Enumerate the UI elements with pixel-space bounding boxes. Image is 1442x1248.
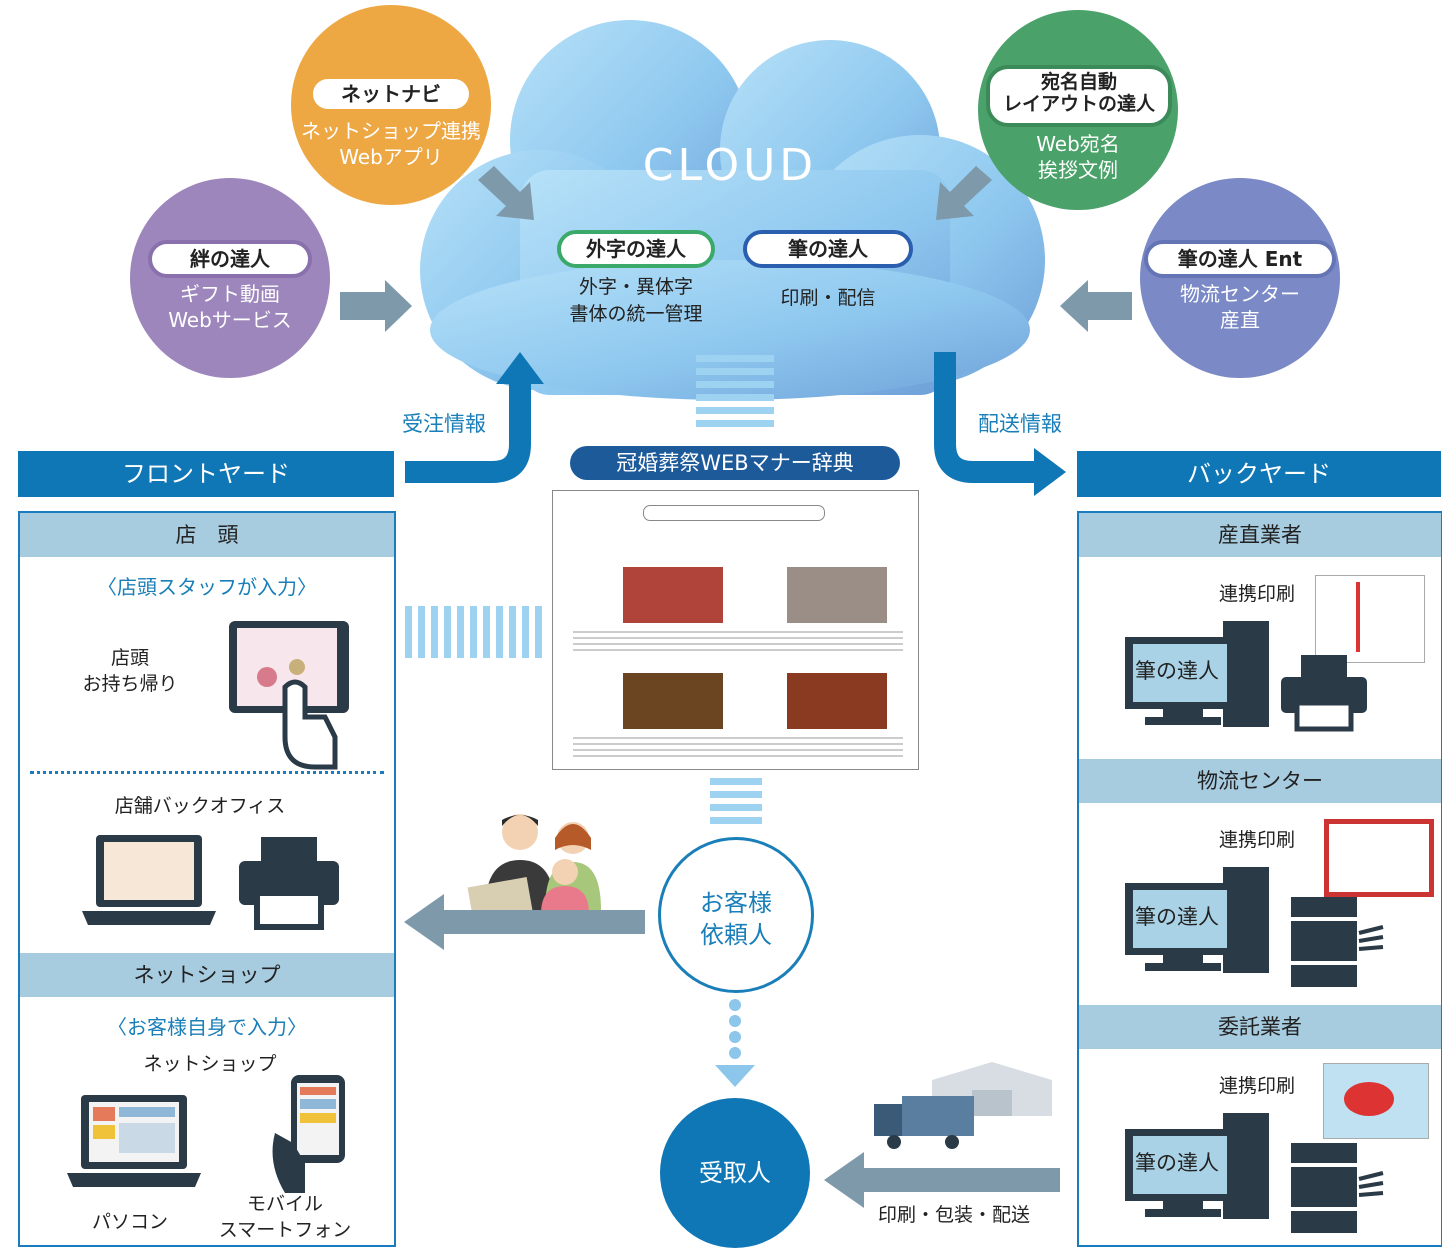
atena-circle: 宛名自動 レイアウトの達人 Web宛名 挨拶文例 — [978, 10, 1178, 210]
recipient-circle: 受取人 — [660, 1098, 810, 1248]
gaiji-service-label: 外字の達人 — [557, 230, 715, 268]
sanchoku-monitor-text: 筆の達人 — [1135, 659, 1219, 683]
cloud-title: CLOUD — [642, 140, 818, 191]
logistics-card — [1324, 819, 1434, 897]
thumb-photo-1 — [623, 567, 723, 623]
sanchoku-printer-icon — [1281, 655, 1367, 732]
netnavi-circle: ネットナビ ネットショップ連携 Webアプリ — [291, 5, 491, 205]
manner-dict-screenshot — [552, 490, 919, 770]
customer-to-front-arrow — [404, 894, 645, 950]
fude-ent-label: 筆の達人 Ent — [1144, 240, 1336, 278]
delivery-info-label: 配送情報 — [978, 412, 1062, 436]
customer-circle: お客様 依頼人 — [658, 837, 814, 993]
pc-laptop-icon — [67, 1095, 201, 1187]
fude-ent-line1: 物流センター — [1180, 282, 1300, 306]
thumb-photo-4 — [787, 673, 887, 729]
gaiji-desc-1: 外字・異体字 — [578, 276, 693, 298]
front-yard-band: フロントヤード — [18, 451, 394, 497]
netnavi-line1: ネットショップ連携 — [301, 119, 481, 143]
back-office-label: 店舗バックオフィス — [114, 795, 286, 817]
mobile-line2: スマートフォン — [218, 1219, 352, 1241]
thumb-search-bar — [643, 505, 825, 521]
order-info-label: 受注情報 — [402, 412, 486, 436]
atena-label-line2: レイアウトの達人 — [1002, 93, 1155, 115]
logistics-copier-icon — [1291, 897, 1384, 987]
contractor-print-label: 連携印刷 — [1219, 1075, 1296, 1097]
netnavi-line2: Webアプリ — [339, 145, 443, 169]
sanchoku-print-label: 連携印刷 — [1219, 583, 1296, 605]
thumb-photo-2 — [787, 567, 887, 623]
store-header: 店 頭 — [20, 513, 394, 557]
logistics-header: 物流センター — [1079, 759, 1441, 803]
netshop-subtitle: 〈お客様自身で入力〉 — [107, 1015, 307, 1039]
customer-line1: お客様 — [700, 889, 772, 917]
recipient-label: 受取人 — [699, 1159, 771, 1187]
pc-label: パソコン — [91, 1211, 168, 1233]
contractor-header: 委託業者 — [1079, 1005, 1441, 1049]
netnavi-label: ネットナビ — [309, 75, 473, 113]
contractor-card — [1323, 1063, 1429, 1139]
print-pack-ship-label: 印刷・包装・配送 — [878, 1204, 1031, 1226]
thumb-photo-3 — [623, 673, 723, 729]
atena-label-line1: 宛名自動 — [1040, 71, 1117, 93]
logistics-monitor-text: 筆の達人 — [1135, 905, 1219, 929]
fude-ent-circle: 筆の達人 Ent 物流センター 産直 — [1140, 178, 1340, 378]
laptop-icon — [82, 835, 216, 925]
atena-label: 宛名自動 レイアウトの達人 — [986, 65, 1172, 127]
contractor-copier-icon — [1291, 1143, 1384, 1233]
takeaway-line1: 店頭 — [110, 647, 149, 669]
kizuna-line1: ギフト動画 — [180, 282, 280, 306]
kizuna-label: 絆の達人 — [148, 240, 312, 278]
tablet-icon — [229, 621, 349, 770]
netshop-label: ネットショップ — [143, 1053, 277, 1075]
contractor-card-art — [1344, 1082, 1394, 1116]
back-yard-panel: 産直業者 連携印刷 筆の達人 物流センター 連携印刷 筆の達人 委託業者 連携印… — [1077, 511, 1442, 1247]
dotted-arrow — [715, 999, 755, 1087]
front-yard-panel: 店 頭 〈店頭スタッフが入力〉 店頭 お持ち帰り 店舗バックオフィス ネットショ… — [18, 511, 396, 1247]
fude-desc-1: 印刷・配信 — [780, 287, 876, 309]
vertical-stripes — [405, 606, 543, 658]
truck-warehouse-illustration — [874, 1062, 1052, 1149]
atena-line2: 挨拶文例 — [1038, 158, 1118, 182]
store-divider — [30, 771, 384, 774]
logistics-pc-icon — [1125, 867, 1269, 973]
kizuna-line2: Webサービス — [168, 308, 292, 332]
printer-icon — [239, 837, 339, 930]
sanchoku-pc-icon — [1125, 621, 1269, 727]
kizuna-circle: 絆の達人 ギフト動画 Webサービス — [130, 178, 330, 378]
cloud-stripes — [696, 355, 774, 433]
takeaway-line2: お持ち帰り — [82, 673, 178, 695]
fude-service-label: 筆の達人 — [743, 230, 913, 268]
sanchoku-header: 産直業者 — [1079, 513, 1441, 557]
contractor-monitor-text: 筆の達人 — [1135, 1151, 1219, 1175]
store-subtitle: 〈店頭スタッフが入力〉 — [97, 575, 317, 599]
smartphone-icon — [272, 1075, 345, 1193]
screenshot-stripes — [710, 778, 762, 830]
manner-dict-title: 冠婚葬祭WEBマナー辞典 — [570, 446, 900, 480]
netshop-header: ネットショップ — [20, 953, 394, 997]
customer-line2: 依頼人 — [700, 921, 772, 949]
logistics-print-label: 連携印刷 — [1219, 829, 1296, 851]
back-yard-band: バックヤード — [1077, 451, 1441, 497]
ship-to-recipient-arrow — [824, 1152, 1060, 1208]
noshi-ribbon — [1356, 582, 1360, 652]
fude-ent-line2: 産直 — [1220, 308, 1260, 332]
thumb-text-lines-2 — [573, 737, 903, 757]
sanchoku-card — [1315, 575, 1425, 663]
contractor-pc-icon — [1125, 1113, 1269, 1219]
thumb-text-lines — [573, 631, 903, 655]
mobile-line1: モバイル — [246, 1193, 323, 1215]
atena-line1: Web宛名 — [1036, 132, 1120, 156]
family-illustration — [467, 814, 601, 921]
gaiji-desc-2: 書体の統一管理 — [569, 303, 703, 325]
